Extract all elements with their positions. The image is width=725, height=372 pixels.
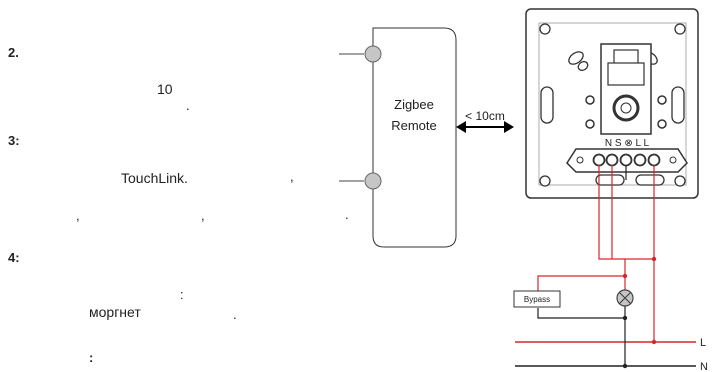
side-slot xyxy=(540,86,554,124)
note-colon: : xyxy=(89,350,94,365)
step-4-colon: : xyxy=(180,287,184,302)
wire-red xyxy=(598,165,625,260)
mount-hole xyxy=(539,175,551,187)
terminal-labels: N S ⊗ L L xyxy=(605,138,650,149)
wire-red xyxy=(537,275,625,292)
distance-arrow: < 10cm xyxy=(456,109,514,133)
step-4-heading: 4: xyxy=(8,250,20,265)
step-3-period: . xyxy=(345,207,349,222)
step-2-number: 10 xyxy=(157,81,173,97)
lamp-icon xyxy=(616,289,634,307)
step-4-word: моргнет xyxy=(89,304,141,320)
line-label-n: N xyxy=(700,361,708,372)
bypass-box: Bypass xyxy=(513,290,561,308)
dimmer-unit: N S ⊗ L L xyxy=(525,8,699,199)
terminal-block xyxy=(566,148,688,173)
step-3-touchlink: TouchLink. xyxy=(121,170,188,186)
distance-label: < 10cm xyxy=(465,109,505,123)
wire-black xyxy=(537,308,625,319)
remote-label-line2: Remote xyxy=(391,118,437,133)
remote-label-line1: Zigbee xyxy=(394,97,434,112)
mount-hole xyxy=(539,23,551,35)
wiring xyxy=(515,165,696,369)
remote-button-bottom xyxy=(364,172,382,190)
line-label-l: L xyxy=(700,337,706,349)
step-4-period: . xyxy=(233,307,237,322)
step-3-heading: 3: xyxy=(8,133,20,148)
step-3-comma-1: , xyxy=(290,169,294,184)
step-3-comma-3: , xyxy=(201,208,205,223)
zigbee-remote: Zigbee Remote xyxy=(339,27,457,248)
mount-hole xyxy=(674,23,686,35)
step-3-comma-2: , xyxy=(76,208,80,223)
clip-screw-left xyxy=(568,51,589,72)
remote-button-top xyxy=(364,45,382,63)
side-slot xyxy=(671,86,685,124)
step-2-period: . xyxy=(186,98,190,113)
step-2-heading: 2. xyxy=(8,45,19,60)
mount-hole xyxy=(674,175,686,187)
bypass-label: Bypass xyxy=(524,295,550,304)
